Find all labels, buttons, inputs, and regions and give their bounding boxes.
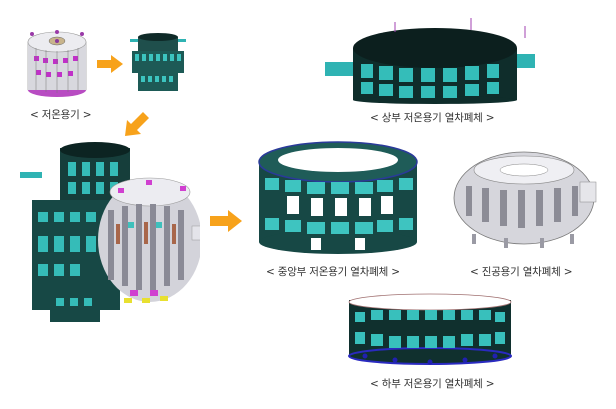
- cryostat-frame-image: [130, 33, 186, 93]
- arrow-right-icon: [97, 55, 123, 73]
- full-assembly-image: [20, 140, 200, 330]
- lower-shield-image: [345, 290, 515, 366]
- middle-shield-image: [255, 138, 421, 256]
- lower-shield-caption: < 하부 저온용기 열차폐체 >: [370, 378, 495, 390]
- arrow-right-icon: [210, 210, 242, 232]
- vacuum-shield-caption: < 진공용기 열차폐체 >: [470, 266, 573, 278]
- arrow-down-left-icon: [125, 112, 149, 136]
- upper-shield-caption: < 상부 저온용기 열차폐체 >: [370, 112, 495, 124]
- upper-shield-image: [325, 12, 545, 104]
- cryostat-caption: < 저온용기 >: [30, 109, 92, 121]
- middle-shield-caption: < 중앙부 저온용기 열차폐체 >: [266, 266, 400, 278]
- cryostat-image: [24, 28, 90, 98]
- vacuum-shield-image: [452, 148, 602, 248]
